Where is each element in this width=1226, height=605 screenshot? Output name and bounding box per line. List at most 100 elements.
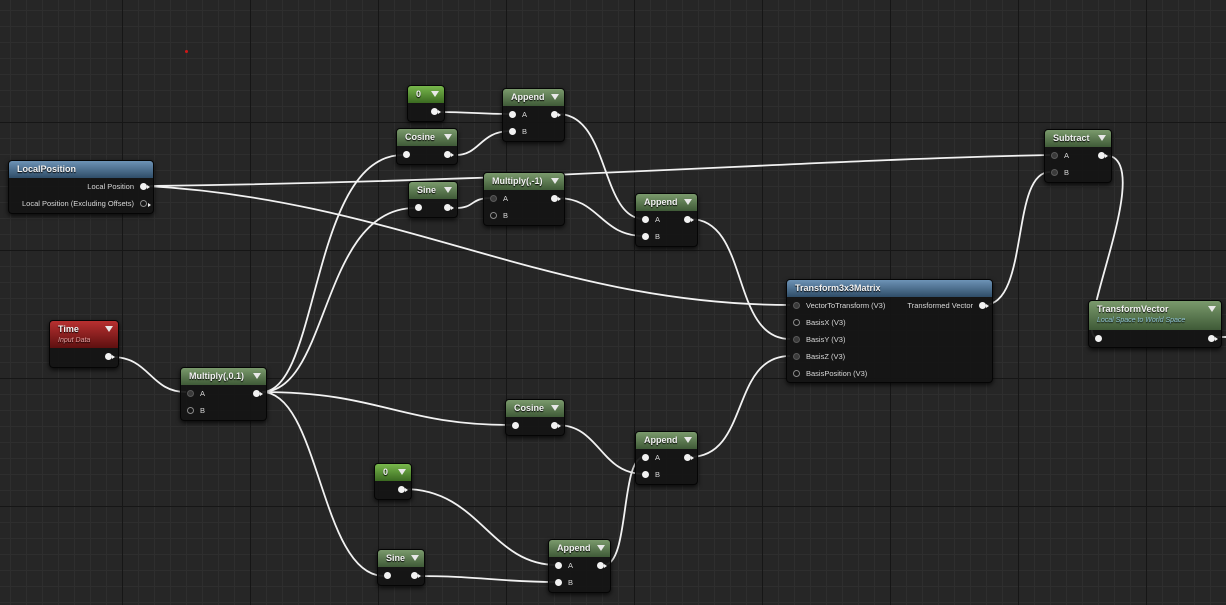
collapse-arrow-icon[interactable] [411,555,419,561]
node-constant-0-top[interactable]: 0 [407,85,445,122]
input-pin-basis-x[interactable] [793,319,800,326]
collapse-arrow-icon[interactable] [551,94,559,100]
collapse-arrow-icon[interactable] [597,545,605,551]
input-pin-basis-position[interactable] [793,370,800,377]
output-pin-local-position[interactable] [140,183,150,190]
pin-label-append-mid-b: B [655,232,661,241]
output-pin-append-low[interactable] [684,454,694,461]
pin-row-cosine-bottom [506,417,564,434]
output-pin-cosine-top[interactable] [444,151,454,158]
output-pin-constant-0-top[interactable] [431,108,441,115]
output-pin-multiply-neg[interactable] [551,195,561,202]
pin-row-vector-to-transform: VectorToTransform (V3) Transformed Vecto… [787,297,992,314]
pin-row-basis-x: BasisX (V3) [787,314,992,331]
input-pin-append-bottom-a[interactable] [555,562,562,569]
input-pin-cosine-bottom[interactable] [512,422,519,429]
pin-label-basis-y: BasisY (V3) [806,335,846,344]
input-pin-vector-to-transform[interactable] [793,302,800,309]
node-time-title: Time [58,324,79,334]
input-pin-sine-bottom[interactable] [384,572,391,579]
node-time[interactable]: Time Input Data [49,320,119,368]
node-cosine-bottom[interactable]: Cosine [505,399,565,436]
node-constant-0-bottom[interactable]: 0 [374,463,412,500]
node-subtract[interactable]: Subtract A B [1044,129,1112,183]
input-pin-multiply-neg-b[interactable] [490,212,497,219]
pin-label-append-bottom-a: A [568,561,574,570]
pin-row-basis-z: BasisZ (V3) [787,348,992,365]
node-transform-3x3-matrix[interactable]: Transform3x3Matrix VectorToTransform (V3… [786,279,993,383]
node-sine-bottom[interactable]: Sine [377,549,425,586]
node-multiply-0-1[interactable]: Multiply(,0.1) A B [180,367,267,421]
input-pin-append-top-a[interactable] [509,111,516,118]
collapse-arrow-icon[interactable] [444,134,452,140]
node-multiply-neg-1[interactable]: Multiply(,-1) A B [483,172,565,226]
output-pin-sine-bottom[interactable] [411,572,421,579]
collapse-arrow-icon[interactable] [1208,306,1216,312]
wire-const0-appendbottom [403,488,558,566]
output-pin-subtract[interactable] [1098,152,1108,159]
collapse-arrow-icon[interactable] [105,326,113,332]
node-append-low[interactable]: Append A B [635,431,698,485]
input-pin-transform-vector[interactable] [1095,335,1102,342]
input-pin-subtract-a[interactable] [1051,152,1058,159]
input-pin-append-top-b[interactable] [509,128,516,135]
output-pin-time[interactable] [105,353,115,360]
collapse-arrow-icon[interactable] [444,187,452,193]
node-transform-vector[interactable]: TransformVector Local Space to World Spa… [1088,300,1222,348]
collapse-arrow-icon[interactable] [551,178,559,184]
pin-row-sine-bottom [378,567,424,584]
pin-row-constant-0-bottom [375,481,411,498]
collapse-arrow-icon[interactable] [684,437,692,443]
output-pin-transformed-vector[interactable] [979,302,989,309]
pin-label-append-top-a: A [522,110,528,119]
node-append-mid-title: Append [636,194,697,211]
wire-mulneg-appendmid [556,197,645,237]
input-pin-append-bottom-b[interactable] [555,579,562,586]
output-pin-append-top[interactable] [551,111,561,118]
node-append-bottom[interactable]: Append A B [548,539,611,593]
pin-label-append-bottom-b: B [568,578,574,587]
input-pin-append-mid-a[interactable] [642,216,649,223]
output-pin-multiply[interactable] [253,390,263,397]
collapse-arrow-icon[interactable] [1098,135,1106,141]
pin-row-append-mid-a: A [636,211,697,228]
output-pin-local-position-excl[interactable] [140,200,151,207]
input-pin-sine-top[interactable] [415,204,422,211]
node-cosine-top[interactable]: Cosine [396,128,458,165]
wire-mul-sine-top [261,207,416,393]
input-pin-basis-z[interactable] [793,353,800,360]
input-pin-multiply-neg-a[interactable] [490,195,497,202]
input-pin-append-low-a[interactable] [642,454,649,461]
output-pin-append-bottom[interactable] [597,562,607,569]
input-pin-subtract-b[interactable] [1051,169,1058,176]
input-pin-append-mid-b[interactable] [642,233,649,240]
output-pin-append-mid[interactable] [684,216,694,223]
input-pin-append-low-b[interactable] [642,471,649,478]
pin-label-basis-position: BasisPosition (V3) [806,369,868,378]
input-pin-cosine-top[interactable] [403,151,410,158]
node-transform-vector-header: TransformVector Local Space to World Spa… [1089,301,1221,330]
input-pin-multiply-b[interactable] [187,407,194,414]
node-append-top[interactable]: Append A B [502,88,565,142]
pin-label-multiply-b: B [200,406,206,415]
pin-row-append-bottom-a: A [549,557,610,574]
collapse-arrow-icon[interactable] [431,91,439,97]
node-sine-top[interactable]: Sine [408,181,458,218]
input-pin-multiply-a[interactable] [187,390,194,397]
collapse-arrow-icon[interactable] [398,469,406,475]
output-pin-transform-vector[interactable] [1208,335,1218,342]
pin-label-append-top-b: B [522,127,528,136]
output-pin-constant-0-bottom[interactable] [398,486,408,493]
collapse-arrow-icon[interactable] [684,199,692,205]
node-append-mid[interactable]: Append A B [635,193,698,247]
node-local-position[interactable]: LocalPosition Local Position Local Posit… [8,160,154,214]
node-local-position-title: LocalPosition [9,161,153,178]
pin-row-multiply-a: A [181,385,266,402]
output-pin-sine-top[interactable] [444,204,454,211]
input-pin-basis-y[interactable] [793,336,800,343]
collapse-arrow-icon[interactable] [253,373,261,379]
node-sine-bottom-title: Sine [378,550,424,567]
collapse-arrow-icon[interactable] [551,405,559,411]
pin-label-multiply-neg-b: B [503,211,509,220]
output-pin-cosine-bottom[interactable] [551,422,561,429]
